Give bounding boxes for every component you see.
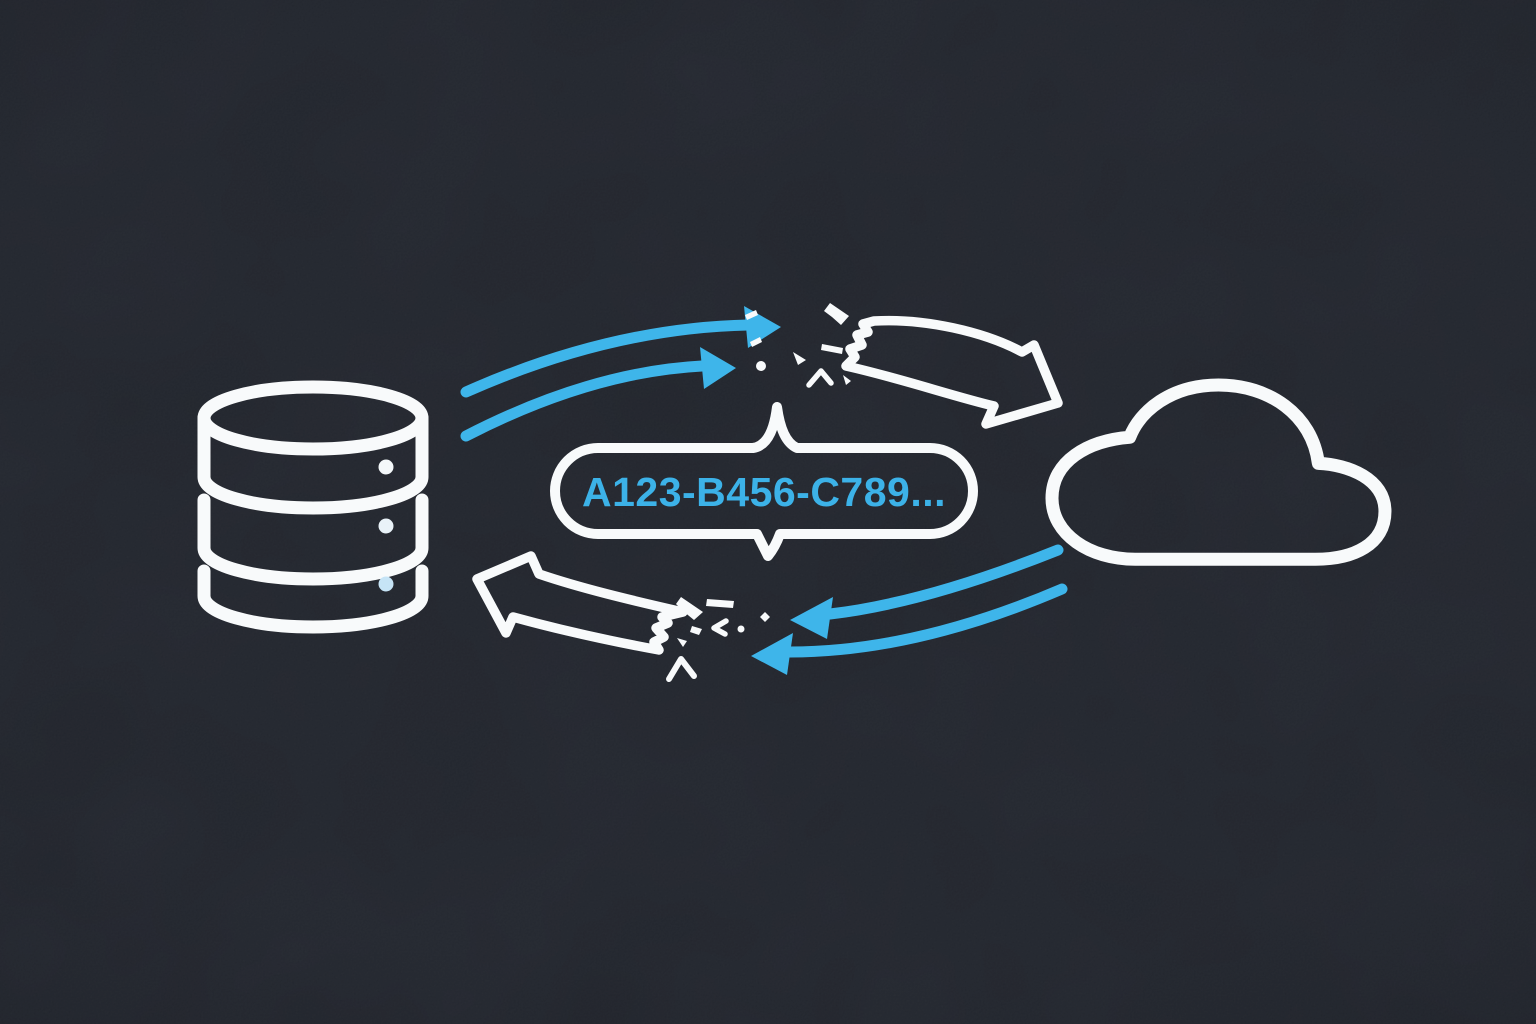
debris-shard [824, 303, 849, 325]
upload-arrow-shaft-outer [460, 319, 754, 398]
broken-arrow-top-outline [841, 315, 1063, 429]
database-tier-2 [197, 493, 429, 586]
debris-shard [745, 310, 758, 320]
cloud-outline [1052, 385, 1385, 559]
debris-shard [690, 626, 702, 635]
cloud-icon [1052, 385, 1385, 559]
download-arrow-shaft-outer [824, 544, 1064, 620]
debris-splinter [711, 618, 729, 637]
broken-arrow-top-icon [745, 303, 1063, 429]
database-icon [197, 380, 429, 634]
download-arrowhead-outer [790, 597, 833, 639]
broken-arrow-bottom-icon [472, 551, 770, 682]
debris-dot [737, 625, 745, 633]
upload-arrow-shaft-inner [460, 360, 708, 442]
download-arrows-icon [751, 544, 1068, 675]
debris-shard [793, 352, 806, 365]
download-arrowhead-inner [751, 633, 793, 675]
database-led-dot-middle [378, 518, 394, 534]
database-tier-1 [197, 411, 429, 515]
debris-splinter [666, 656, 697, 682]
upload-arrowhead-inner [700, 347, 736, 389]
debris-splinter [806, 368, 834, 388]
debris-shard [677, 638, 687, 647]
database-tier-3 [197, 564, 429, 634]
broken-arrow-bottom-outline [472, 551, 688, 655]
database-led-dot-top [378, 459, 394, 475]
debris-shard [750, 337, 762, 347]
shatter-debris-top [745, 303, 851, 388]
token-text: A123-B456-C789... [582, 469, 946, 515]
debris-dot [756, 361, 766, 371]
debris-diamond [760, 612, 770, 622]
database-led-dot-bottom [378, 576, 394, 592]
debris-shard [676, 597, 703, 620]
download-arrow-shaft-inner [784, 583, 1068, 658]
debris-shard [706, 599, 734, 608]
shatter-debris-bottom [666, 597, 770, 682]
debris-shard [843, 375, 851, 385]
token-bubble-outline [550, 402, 978, 561]
debris-shard [821, 344, 843, 354]
token-callout-bubble: A123-B456-C789... [550, 402, 978, 561]
